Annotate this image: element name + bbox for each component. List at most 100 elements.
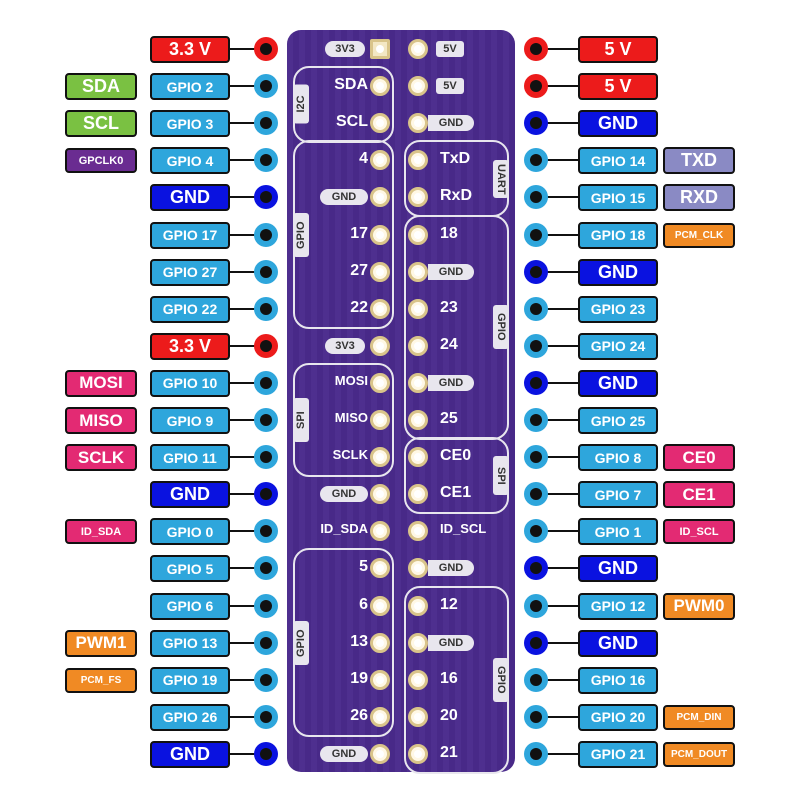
pin-connector-icon[interactable] bbox=[254, 482, 278, 507]
pin-label-gnd[interactable]: GND bbox=[150, 481, 230, 509]
pin-connector-icon[interactable] bbox=[254, 556, 278, 581]
pin-label-gpio-26[interactable]: GPIO 26 bbox=[150, 703, 230, 731]
function-badge-ce1[interactable]: CE1 bbox=[663, 481, 735, 509]
pin-connector-icon[interactable] bbox=[254, 445, 278, 470]
pin-connector-icon[interactable] bbox=[254, 370, 278, 395]
pin-label-gpio-9[interactable]: GPIO 9 bbox=[150, 407, 230, 434]
silk-label-mosi: MOSI bbox=[334, 372, 368, 388]
pin-label-gpio-4[interactable]: GPIO 4 bbox=[150, 147, 230, 175]
pin-label-5-v[interactable]: 5 V bbox=[578, 73, 658, 101]
pin-label-gnd[interactable]: GND bbox=[150, 184, 230, 212]
pin-label-gpio-6[interactable]: GPIO 6 bbox=[150, 592, 230, 620]
pin-label-gnd[interactable]: GND bbox=[578, 258, 658, 286]
pin-connector-icon[interactable] bbox=[524, 185, 548, 210]
pin-label-gpio-15[interactable]: GPIO 15 bbox=[578, 184, 658, 212]
pin-connector-icon[interactable] bbox=[524, 445, 548, 470]
pin-connector-icon[interactable] bbox=[524, 593, 548, 618]
pin-connector-icon[interactable] bbox=[524, 556, 548, 581]
function-badge-pcm_dout[interactable]: PCM_DOUT bbox=[663, 741, 735, 767]
pin-label-gpio-21[interactable]: GPIO 21 bbox=[578, 740, 658, 768]
pin-connector-icon[interactable] bbox=[254, 333, 278, 358]
pin-connector-icon[interactable] bbox=[254, 259, 278, 284]
pin-connector-icon[interactable] bbox=[524, 370, 548, 395]
function-badge-miso[interactable]: MISO bbox=[65, 407, 137, 434]
pin-connector-icon[interactable] bbox=[524, 111, 548, 136]
pin-label-gpio-16[interactable]: GPIO 16 bbox=[578, 666, 658, 694]
pin-label-gpio-13[interactable]: GPIO 13 bbox=[150, 629, 230, 657]
function-badge-gpclk0[interactable]: GPCLK0 bbox=[65, 148, 137, 174]
pin-connector-icon[interactable] bbox=[254, 408, 278, 432]
function-badge-ce0[interactable]: CE0 bbox=[663, 444, 735, 472]
pin-connector-icon[interactable] bbox=[524, 148, 548, 173]
pin-connector-icon[interactable] bbox=[524, 667, 548, 692]
pin-connector-icon[interactable] bbox=[254, 37, 278, 61]
pin-label-gpio-11[interactable]: GPIO 11 bbox=[150, 444, 230, 472]
pin-connector-icon[interactable] bbox=[254, 704, 278, 729]
pin-connector-icon[interactable] bbox=[524, 333, 548, 358]
pin-label-gpio-17[interactable]: GPIO 17 bbox=[150, 221, 230, 249]
pin-label-3-3-v[interactable]: 3.3 V bbox=[150, 36, 230, 63]
pin-label-gpio-18[interactable]: GPIO 18 bbox=[578, 221, 658, 249]
pin-connector-icon[interactable] bbox=[254, 519, 278, 544]
function-badge-sclk[interactable]: SCLK bbox=[65, 444, 137, 472]
pin-connector-icon[interactable] bbox=[524, 408, 548, 432]
pin-label-gpio-7[interactable]: GPIO 7 bbox=[578, 481, 658, 509]
function-badge-id_sda[interactable]: ID_SDA bbox=[65, 519, 137, 545]
pin-connector-icon[interactable] bbox=[254, 667, 278, 692]
pin-connector-icon[interactable] bbox=[524, 259, 548, 284]
pin-label-gpio-8[interactable]: GPIO 8 bbox=[578, 444, 658, 472]
function-badge-pwm0[interactable]: PWM0 bbox=[663, 592, 735, 620]
function-badge-rxd[interactable]: RXD bbox=[663, 184, 735, 212]
function-badge-id_scl[interactable]: ID_SCL bbox=[663, 519, 735, 545]
pin-connector-icon[interactable] bbox=[524, 630, 548, 655]
pin-connector-icon[interactable] bbox=[254, 593, 278, 618]
pin-connector-icon[interactable] bbox=[524, 74, 548, 99]
pin-label-gpio-3[interactable]: GPIO 3 bbox=[150, 110, 230, 138]
pin-connector-icon[interactable] bbox=[254, 741, 278, 766]
pin-label-gpio-0[interactable]: GPIO 0 bbox=[150, 518, 230, 546]
pin-label-gpio-24[interactable]: GPIO 24 bbox=[578, 332, 658, 360]
pin-label-gpio-22[interactable]: GPIO 22 bbox=[150, 295, 230, 323]
pin-label-gpio-20[interactable]: GPIO 20 bbox=[578, 703, 658, 731]
function-badge-pcm_din[interactable]: PCM_DIN bbox=[663, 704, 735, 730]
pin-label-gpio-5[interactable]: GPIO 5 bbox=[150, 555, 230, 583]
function-badge-pcm_fs[interactable]: PCM_FS bbox=[65, 667, 137, 693]
pin-connector-icon[interactable] bbox=[254, 222, 278, 247]
pin-connector-icon[interactable] bbox=[254, 296, 278, 321]
pin-label-gpio-23[interactable]: GPIO 23 bbox=[578, 295, 658, 323]
function-badge-mosi[interactable]: MOSI bbox=[65, 369, 137, 397]
pin-label-gnd[interactable]: GND bbox=[578, 110, 658, 138]
pin-wire bbox=[228, 567, 266, 570]
pin-label-gpio-12[interactable]: GPIO 12 bbox=[578, 592, 658, 620]
pin-connector-icon[interactable] bbox=[254, 74, 278, 99]
pin-label-gpio-14[interactable]: GPIO 14 bbox=[578, 147, 658, 175]
pin-label-gnd[interactable]: GND bbox=[578, 629, 658, 657]
pin-connector-icon[interactable] bbox=[524, 741, 548, 766]
pin-label-gpio-25[interactable]: GPIO 25 bbox=[578, 407, 658, 434]
pin-label-5-v[interactable]: 5 V bbox=[578, 36, 658, 63]
pin-label-gpio-27[interactable]: GPIO 27 bbox=[150, 258, 230, 286]
pin-label-gnd[interactable]: GND bbox=[578, 555, 658, 583]
function-badge-pwm1[interactable]: PWM1 bbox=[65, 629, 137, 657]
pin-label-gpio-1[interactable]: GPIO 1 bbox=[578, 518, 658, 546]
pin-connector-icon[interactable] bbox=[524, 519, 548, 544]
pin-connector-icon[interactable] bbox=[524, 222, 548, 247]
pin-connector-icon[interactable] bbox=[254, 630, 278, 655]
pin-connector-icon[interactable] bbox=[254, 185, 278, 210]
pin-connector-icon[interactable] bbox=[524, 704, 548, 729]
function-badge-pcm_clk[interactable]: PCM_CLK bbox=[663, 222, 735, 248]
function-badge-scl[interactable]: SCL bbox=[65, 110, 137, 138]
pin-connector-icon[interactable] bbox=[524, 296, 548, 321]
pin-label-3-3-v[interactable]: 3.3 V bbox=[150, 332, 230, 360]
pin-label-gnd[interactable]: GND bbox=[578, 369, 658, 397]
function-badge-sda[interactable]: SDA bbox=[65, 73, 137, 101]
function-badge-txd[interactable]: TXD bbox=[663, 147, 735, 175]
pin-label-gpio-10[interactable]: GPIO 10 bbox=[150, 369, 230, 397]
pin-label-gnd[interactable]: GND bbox=[150, 740, 230, 768]
pin-connector-icon[interactable] bbox=[254, 148, 278, 173]
pin-label-gpio-2[interactable]: GPIO 2 bbox=[150, 73, 230, 101]
pin-connector-icon[interactable] bbox=[524, 37, 548, 61]
pin-connector-icon[interactable] bbox=[254, 111, 278, 136]
pin-label-gpio-19[interactable]: GPIO 19 bbox=[150, 666, 230, 694]
pin-connector-icon[interactable] bbox=[524, 482, 548, 507]
